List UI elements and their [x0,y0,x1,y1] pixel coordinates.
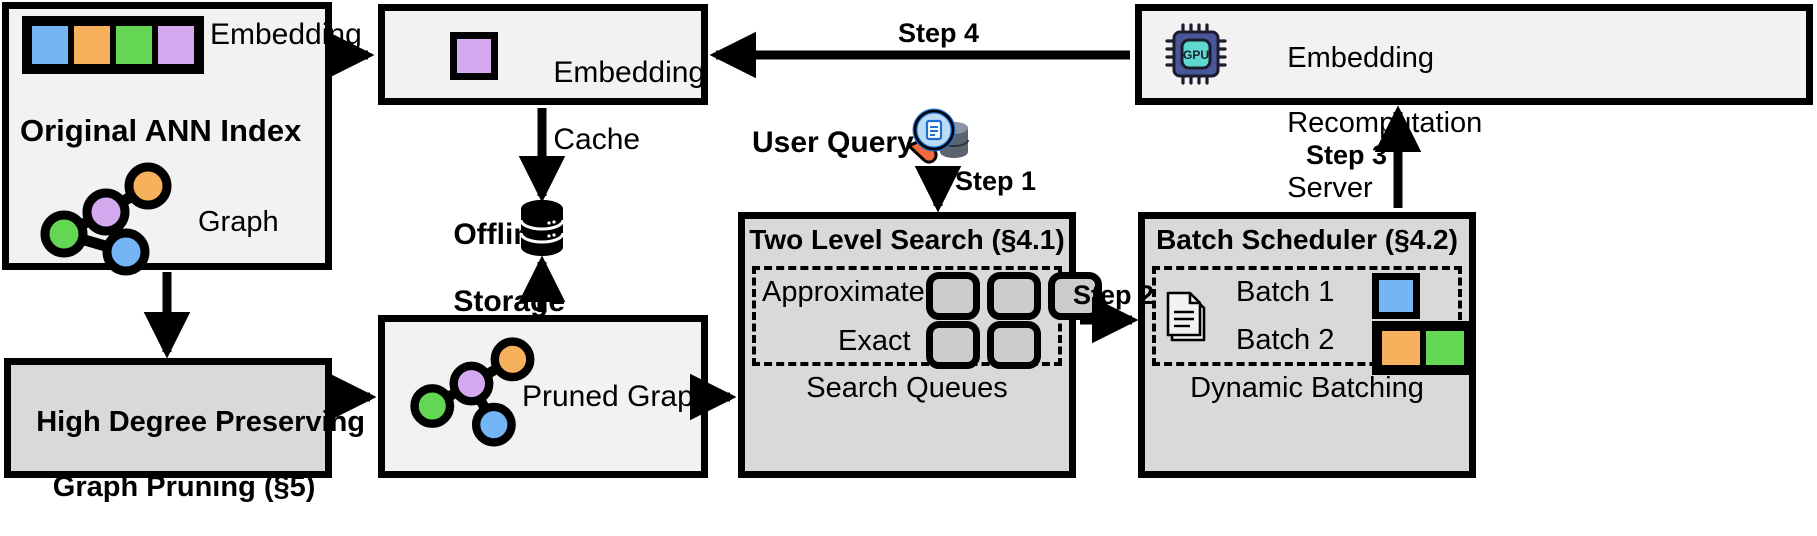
search-queues-footer: Search Queues [806,372,1008,404]
batch-2-chip-strip [1372,321,1474,375]
exact-queue-cells [926,321,1041,369]
recomputation-server-box [1135,4,1813,105]
approximate-queue-cells [926,272,1102,320]
user-query-label: User Query [752,126,914,159]
queue-cell[interactable] [926,321,980,369]
embedding-chip-blue [29,23,71,67]
step-1-label: Step 1 [955,166,1037,196]
original-graph-glyph [40,162,172,276]
step-3-label: Step 3 [1306,140,1388,170]
embedding-chip-purple [155,23,197,67]
graph-label: Graph [198,206,279,238]
dynamic-batching-footer: Dynamic Batching [1190,372,1424,404]
pruned-graph-glyph [410,337,535,447]
svg-text:GPU: GPU [1183,48,1209,62]
gpu-icon: GPU [1165,23,1227,85]
exact-row-label: Exact [838,325,911,357]
embedding-cache-title-line2: Cache [553,122,641,156]
server-title-line1: Embedding [1287,42,1434,75]
step-4-label: Step 4 [898,18,980,48]
documents-icon [1166,291,1206,342]
embedding-cache-chip [450,32,498,80]
batch-2-chip-green [1423,328,1467,368]
embedding-cache-title: Embedding Cache [520,22,705,190]
batch-scheduler-title: Batch Scheduler (§4.2) [1156,224,1458,255]
batch-1-label: Batch 1 [1236,276,1335,308]
batch-1-chip-blue [1372,273,1420,319]
batch-2-chip-orange [1379,328,1423,368]
database-cylinder-icon [519,200,565,256]
connector-arrows [143,31,1422,421]
embedding-cache-title-line1: Embedding [553,55,706,89]
embedding-chip-green [113,23,155,67]
queue-cell[interactable] [926,272,980,320]
magnifier-database-icon [907,108,969,164]
queue-cell[interactable] [987,321,1041,369]
embedding-chip-strip [22,16,204,74]
two-level-search-title: Two Level Search (§4.1) [749,224,1065,255]
server-title-line3: Server [1287,172,1373,205]
queue-cell[interactable] [987,272,1041,320]
batch-2-label: Batch 2 [1236,324,1335,356]
dynamic-batching-dashed-region [1152,266,1462,366]
architecture-diagram: Embedding Original ANN Index Graph Embed… [2,2,1813,503]
step-2-label: Step 2 [1073,280,1155,310]
embedding-chip-orange [71,23,113,67]
original-ann-index-title: Original ANN Index [20,113,302,148]
embedding-cache-box [378,4,708,105]
graph-pruning-box [4,358,332,478]
approximate-row-label: Approximate [762,276,925,308]
